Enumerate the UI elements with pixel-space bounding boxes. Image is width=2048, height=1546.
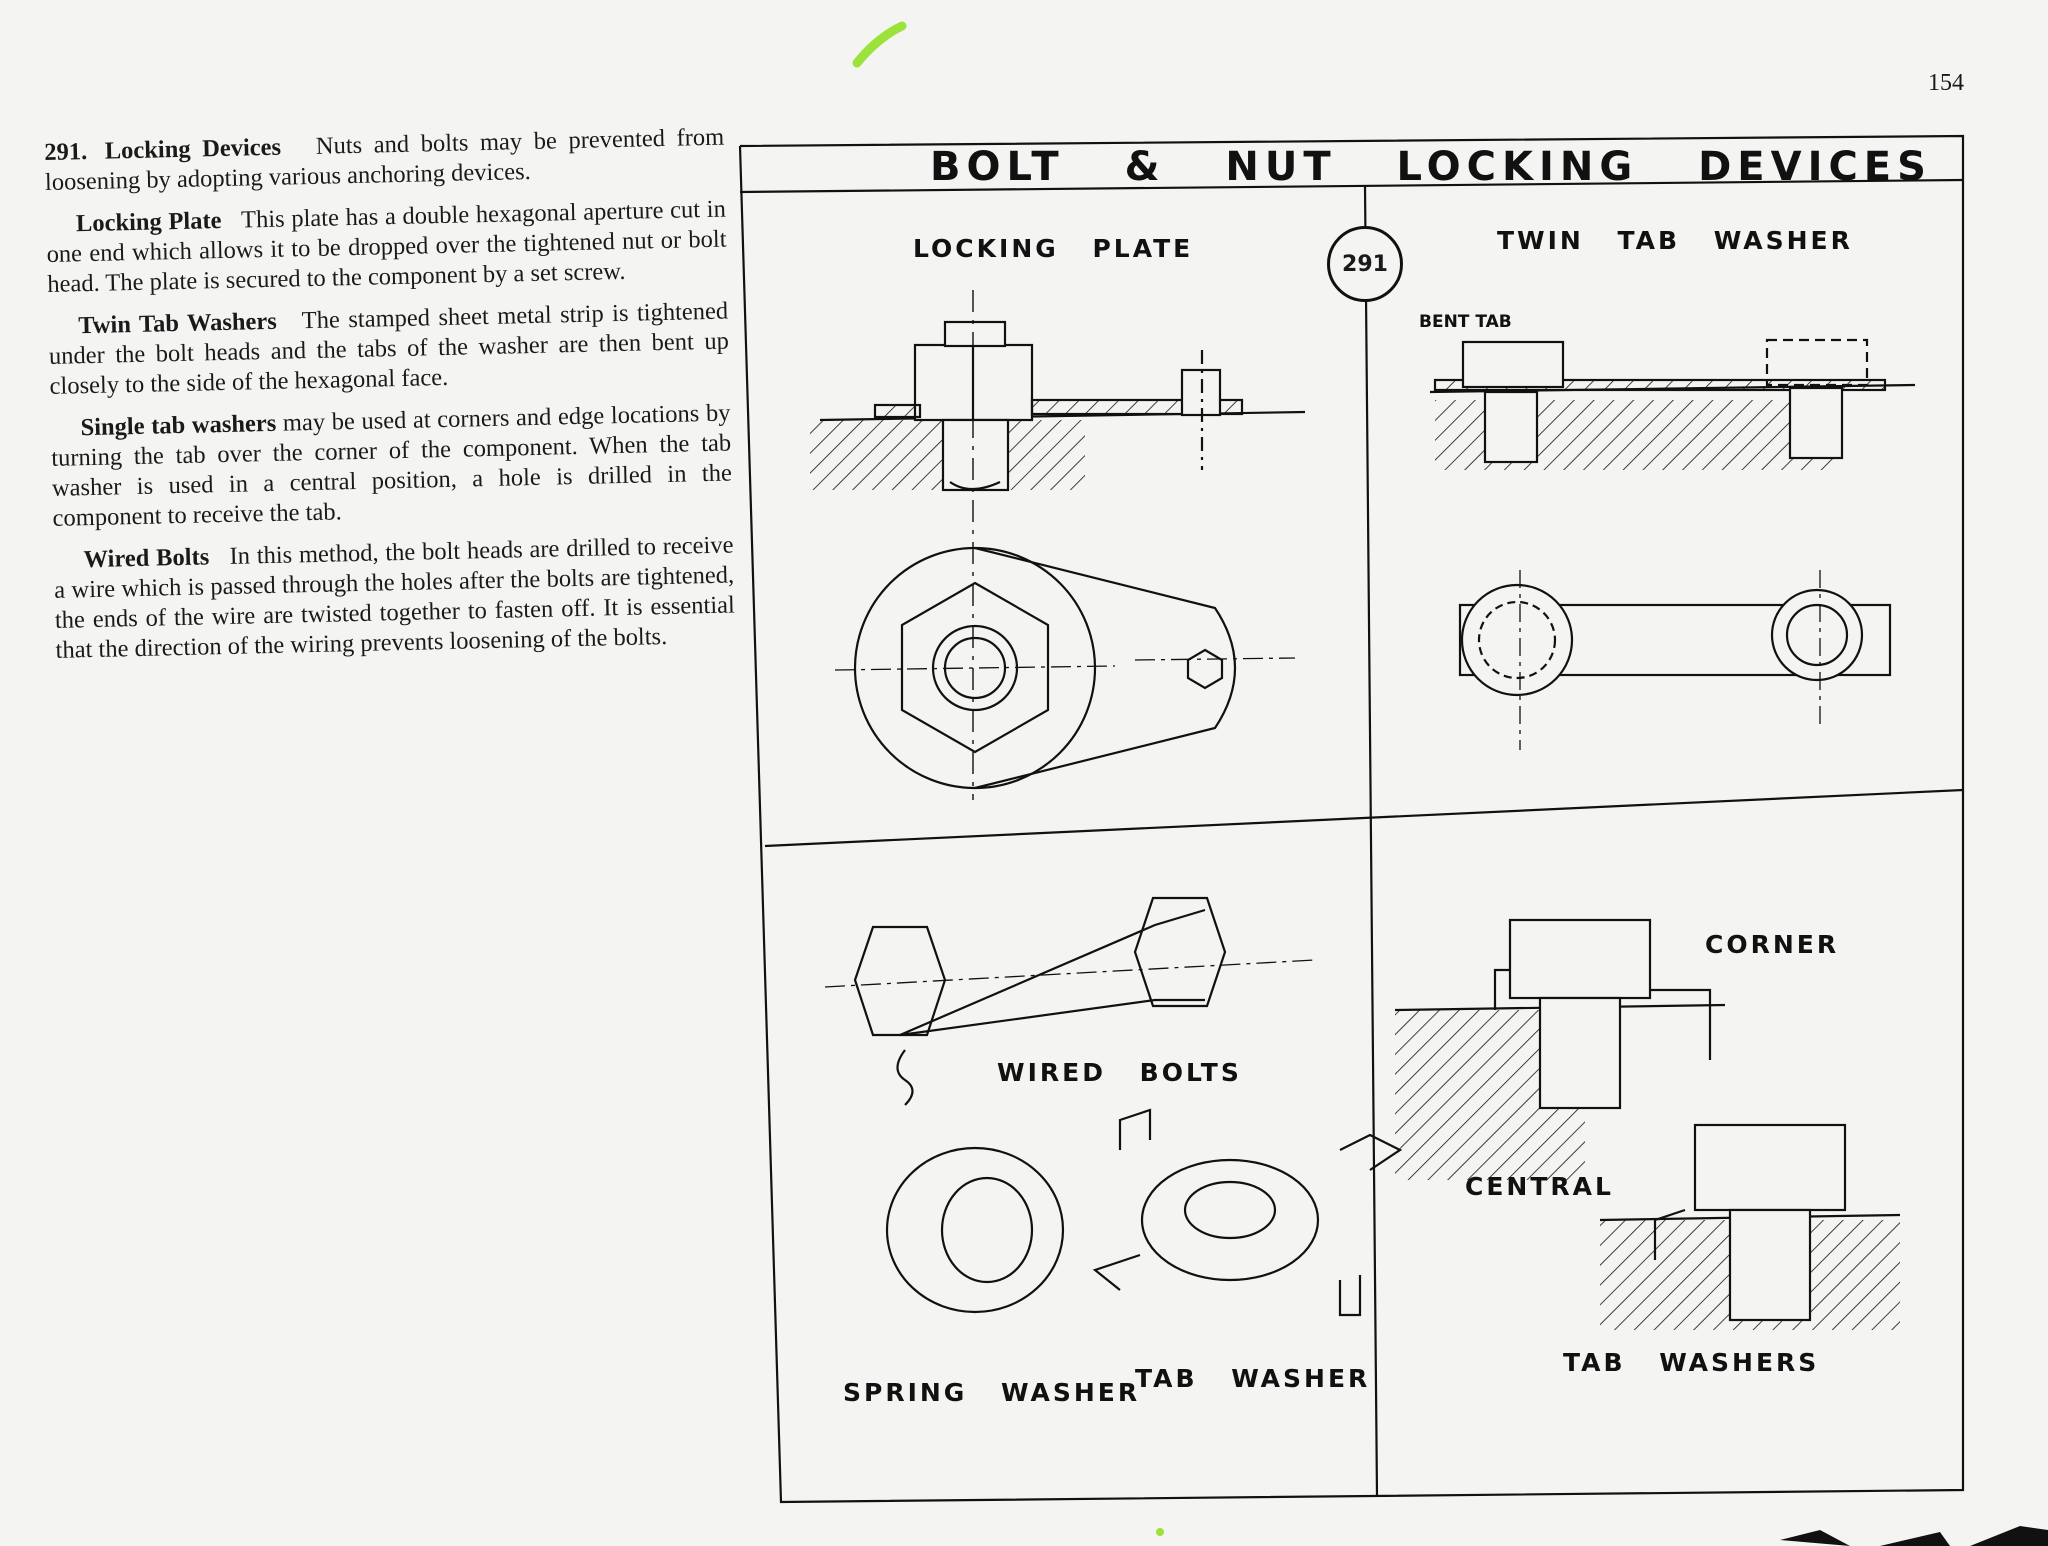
label-bent-tab: BENT TAB — [1419, 312, 1512, 332]
twin-tab-section — [1429, 338, 1916, 470]
label-corner: CORNER — [1705, 930, 1840, 959]
locking-plate-paragraph: Locking Plate This plate has a double he… — [46, 195, 728, 300]
twin-tab-plan — [1458, 570, 1892, 750]
wired-bolts-drawing — [824, 896, 1316, 1106]
edge-marks — [1780, 1526, 2048, 1546]
title-divider — [739, 178, 1964, 194]
figure-title: BOLT & NUT LOCKING DEVICES — [930, 144, 1932, 190]
section-number: 291. — [44, 138, 88, 166]
label-twin-tab-washer: TWIN TAB WASHER — [1497, 226, 1853, 255]
intro-paragraph: 291. Locking Devices Nuts and bolts may … — [44, 123, 725, 198]
label-tab-washers: TAB WASHERS — [1563, 1348, 1820, 1377]
locking-plate-section — [810, 290, 1306, 800]
locking-plate-heading: Locking Plate — [75, 206, 222, 238]
locking-plate-plan — [834, 546, 1296, 790]
text-column: 291. Locking Devices Nuts and bolts may … — [44, 123, 736, 678]
vertical-divider — [1363, 185, 1379, 1497]
figure-number-circle: 291 — [1327, 226, 1403, 302]
locking-devices-plate: BOLT & NUT LOCKING DEVICES 291 LOCKING P… — [735, 130, 1965, 1510]
horizontal-divider — [764, 788, 1964, 848]
label-spring-washer: SPRING WASHER — [843, 1378, 1141, 1407]
tab-washer-drawing — [1092, 1108, 1403, 1317]
section-title: Locking Devices — [104, 133, 282, 165]
highlighter-speck — [1156, 1528, 1164, 1536]
label-locking-plate: LOCKING PLATE — [913, 234, 1194, 263]
corner-tab-washer-drawing — [1394, 918, 1726, 1180]
wired-bolts-paragraph: Wired Bolts In this method, the bolt hea… — [53, 530, 736, 665]
plate-drawing — [738, 134, 1965, 1504]
plate-frame — [738, 134, 1965, 1504]
central-tab-washer-drawing — [1599, 1123, 1901, 1330]
highlighter-mark — [852, 21, 907, 68]
twin-tab-heading: Twin Tab Washers — [77, 307, 278, 340]
label-wired-bolts: WIRED BOLTS — [997, 1058, 1242, 1087]
single-tab-heading: Single tab washers — [80, 409, 277, 442]
spring-washer-drawing — [885, 1146, 1065, 1314]
single-tab-paragraph: Single tab washers may be used at corner… — [50, 399, 733, 534]
page-number: 154 — [1928, 70, 1964, 96]
wired-bolts-heading: Wired Bolts — [83, 543, 210, 574]
twin-tab-paragraph: Twin Tab Washers The stamped sheet metal… — [48, 297, 730, 402]
label-tab-washer: TAB WASHER — [1135, 1364, 1371, 1393]
label-central: CENTRAL — [1465, 1172, 1614, 1201]
